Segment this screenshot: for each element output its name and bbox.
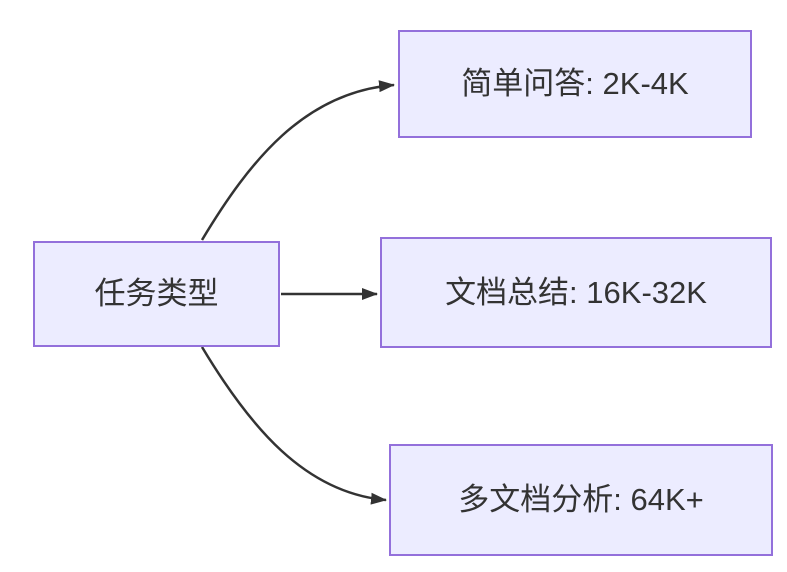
node-multidoc-analysis-label: 多文档分析: 64K+ (458, 482, 704, 518)
node-simple-qa-label: 简单问答: 2K-4K (461, 66, 689, 102)
node-task-type-label: 任务类型 (94, 276, 219, 312)
node-multidoc-analysis: 多文档分析: 64K+ (389, 444, 773, 556)
edge-root-to-multidoc-arrow (200, 346, 387, 505)
edge-root-to-qa-arrow (200, 80, 395, 241)
node-simple-qa: 简单问答: 2K-4K (398, 30, 752, 138)
node-doc-summary-label: 文档总结: 16K-32K (445, 274, 707, 310)
node-doc-summary: 文档总结: 16K-32K (380, 237, 772, 348)
node-task-type: 任务类型 (33, 241, 280, 347)
